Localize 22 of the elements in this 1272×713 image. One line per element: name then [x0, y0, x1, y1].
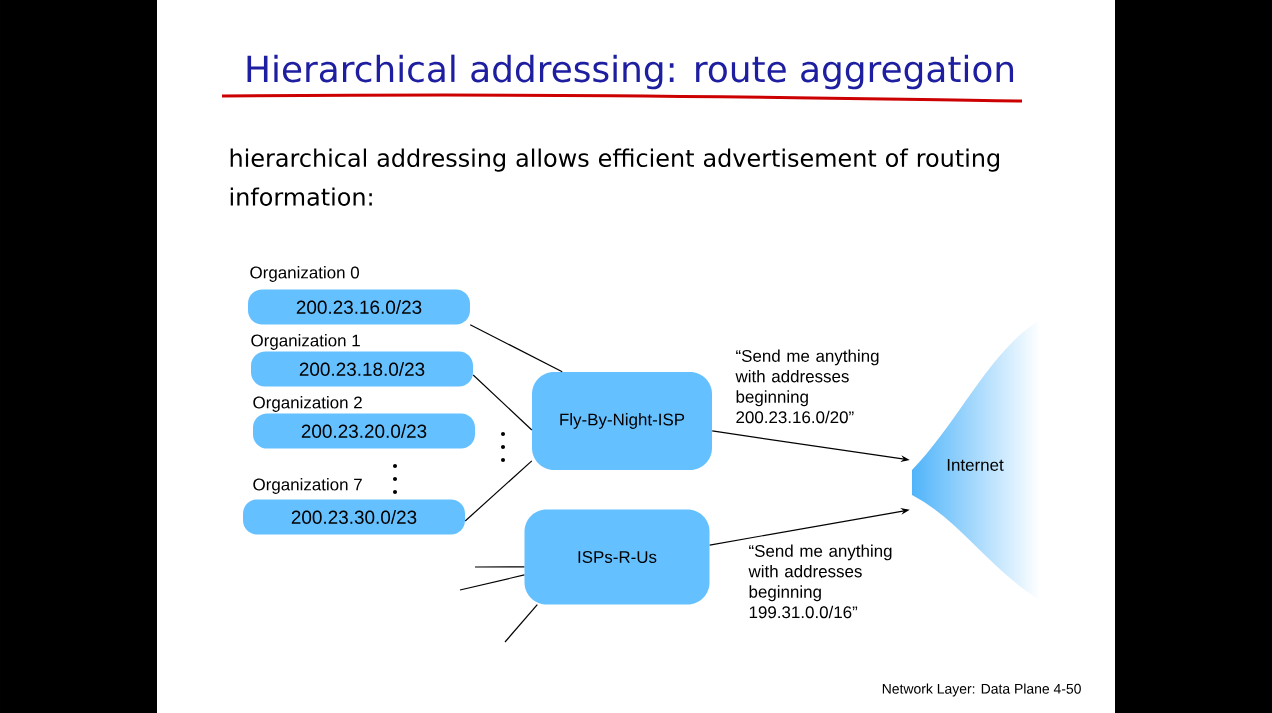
- body-text: hierarchical addressing allows efficient advertisement of routing information:: [230, 148, 999, 206]
- network-blob: 200.23.18.0/23: [251, 351, 473, 387]
- network-blob: 200.23.30.0/23: [243, 499, 465, 535]
- link-line: [464, 460, 533, 522]
- network-blob: 200.23.20.0/23: [253, 413, 475, 449]
- edge-label: “Send me anything with addresses beginning 199.31.0.0/16”: [748, 544, 892, 619]
- edge-label: “Send me anything with addresses beginning 200.23.16.0/20”: [735, 349, 879, 424]
- isp-cloud: Fly-By-Night-ISP: [532, 372, 712, 470]
- link-line: [469, 324, 563, 373]
- network-blob: 200.23.16.0/23: [248, 289, 470, 325]
- link-line: [459, 574, 525, 591]
- organization-label: Organization 7: [253, 478, 362, 494]
- link-line: [504, 604, 538, 643]
- title: Hierarchical addressing: route aggregation: [247, 54, 1014, 90]
- organization-label: Organization 0: [250, 266, 359, 282]
- organization-label: Organization 1: [251, 334, 360, 350]
- organization-label: Organization 2: [253, 396, 362, 412]
- link-line: [472, 374, 533, 431]
- link-line: [474, 566, 525, 568]
- footer-text: Network Layer: Data Plane 4-50: [882, 683, 1081, 697]
- internet-cloud: Internet: [947, 459, 1004, 471]
- isp-cloud: ISPs-R-Us: [524, 509, 710, 605]
